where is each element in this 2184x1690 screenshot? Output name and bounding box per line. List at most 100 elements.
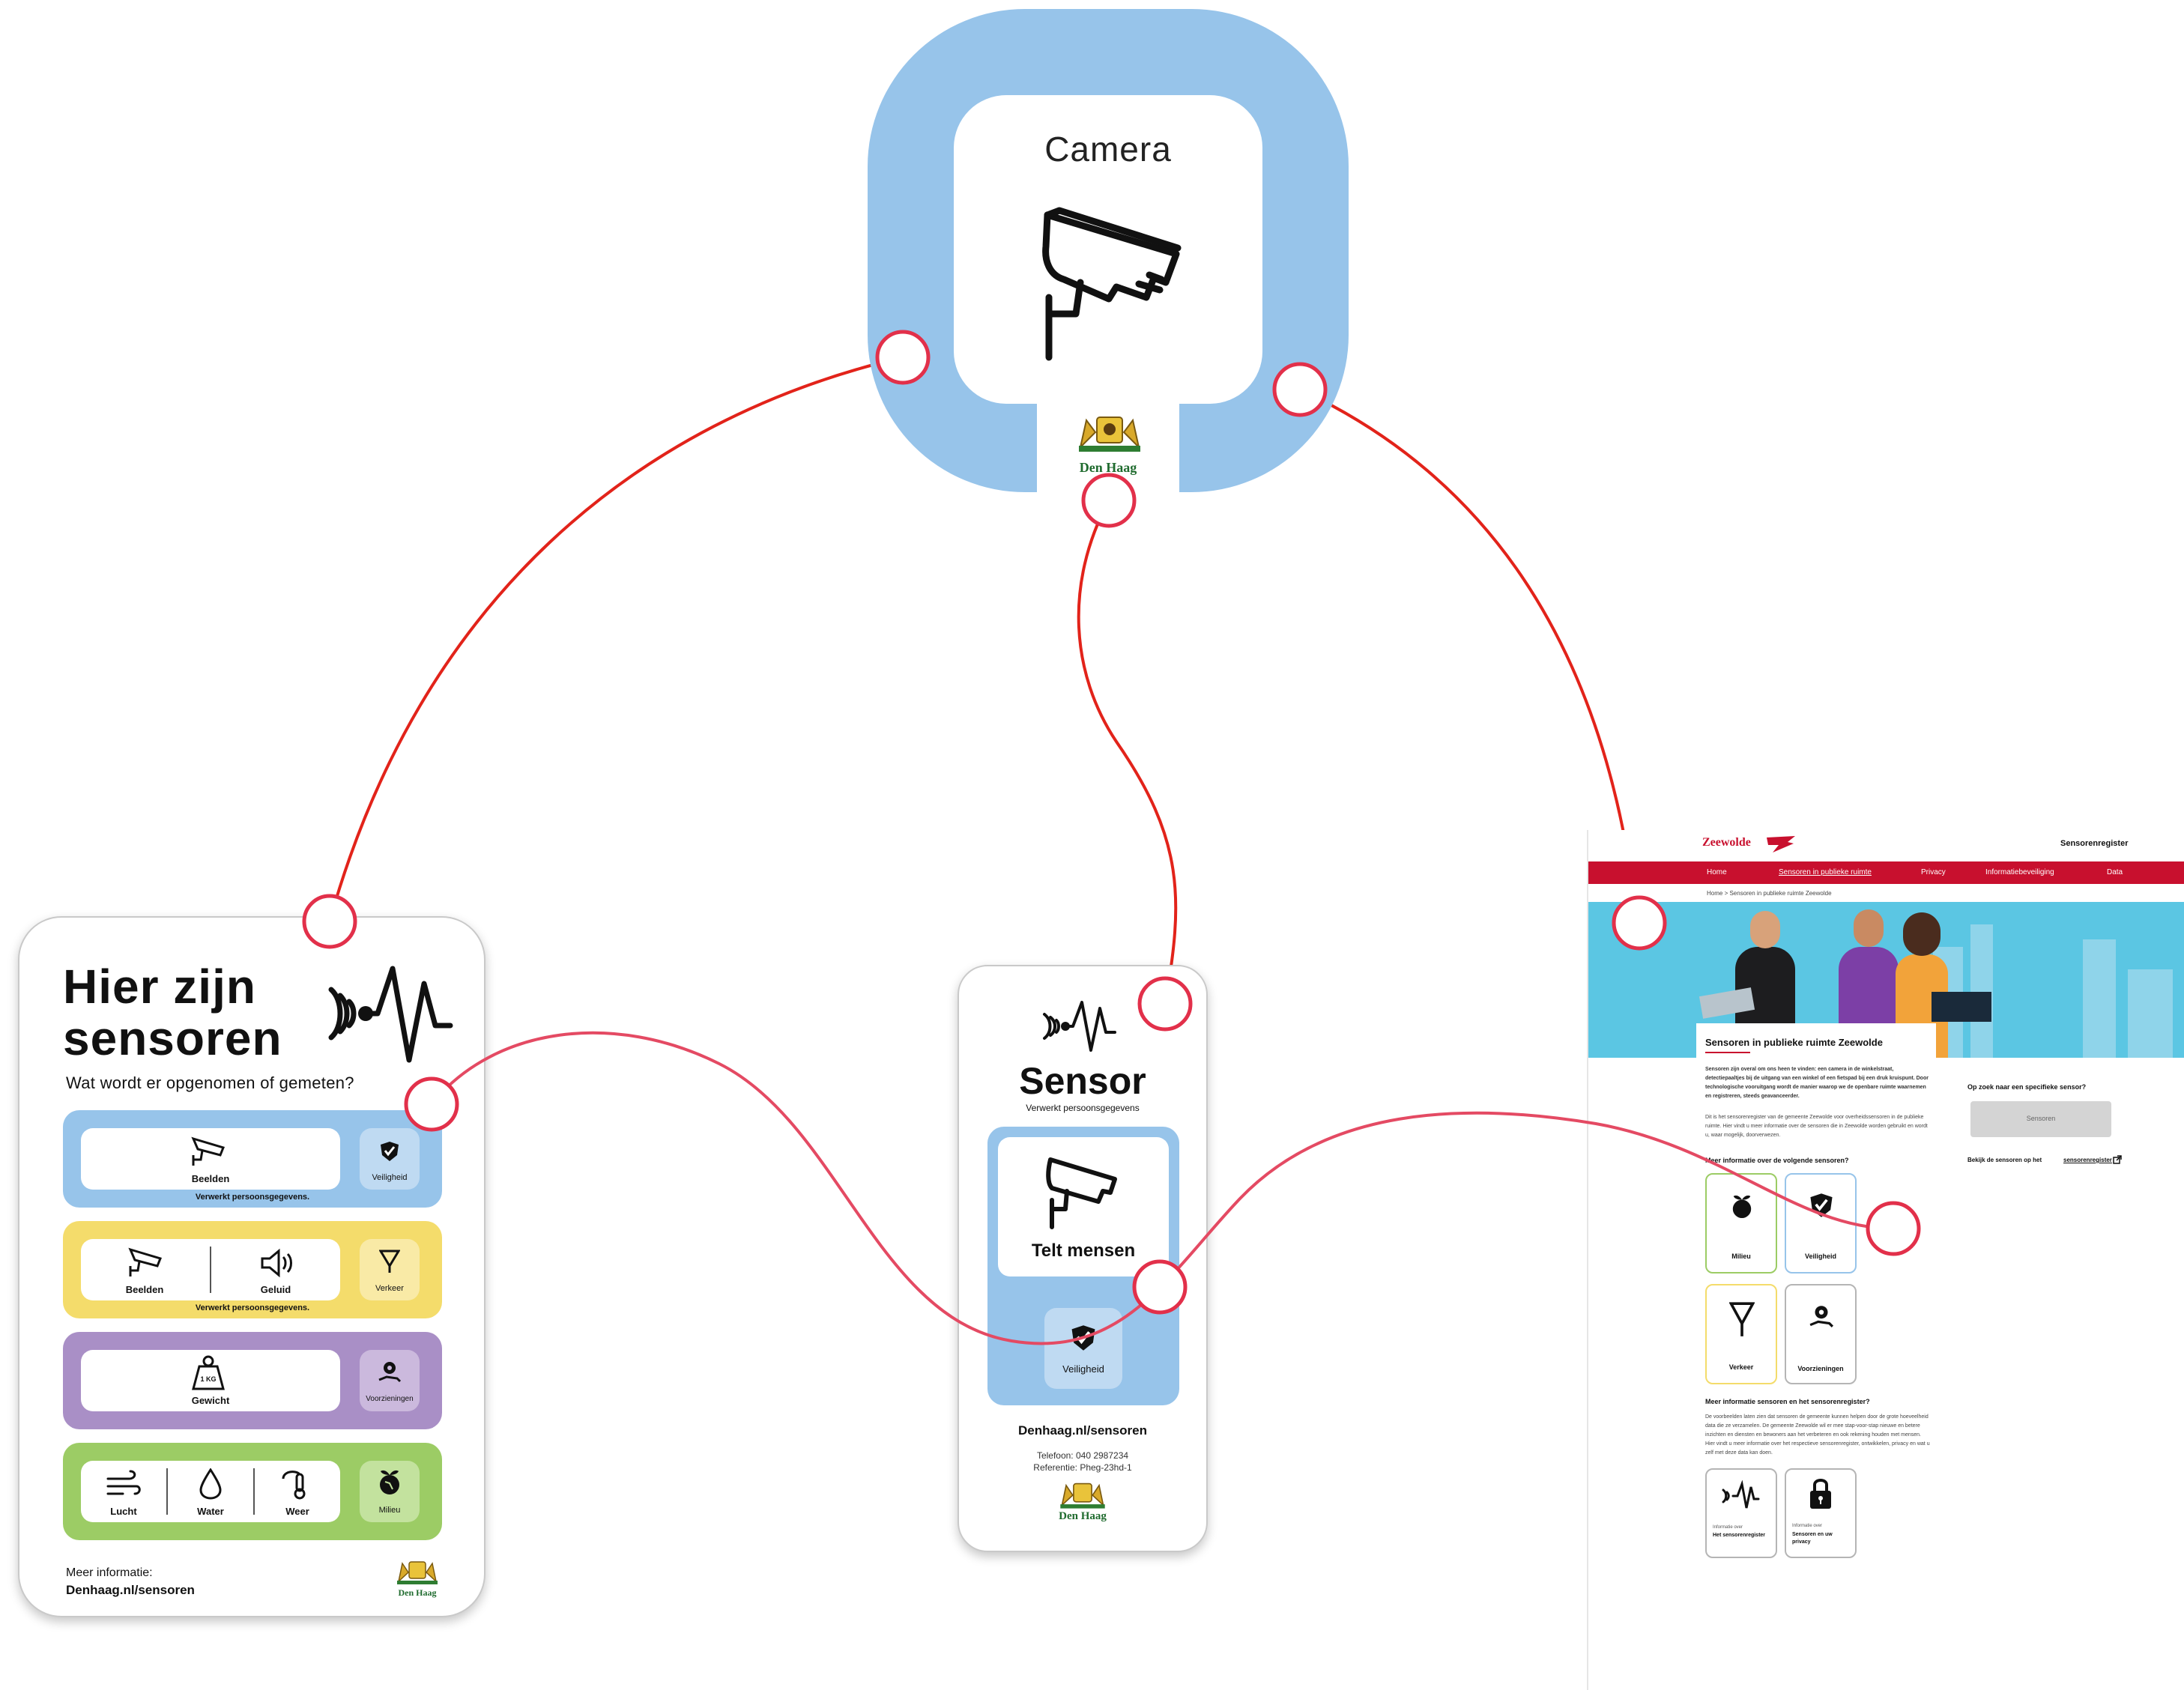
den-haag-crest-icon [1060,1482,1105,1509]
sidebar-link[interactable]: sensorenregister [2063,1157,2112,1163]
nav-informatiebeveiliging[interactable]: Informatiebeveiliging [1985,868,2054,876]
anchor-node [1132,1259,1188,1315]
camera-icon [191,1136,226,1166]
sticker-panel-box [998,1137,1169,1276]
sticker-title: Sensor [1019,1060,1146,1102]
divider [210,1247,211,1293]
poster-row-2-badge: Verkeer [375,1284,404,1293]
globe-plant-icon [1732,1195,1752,1218]
poster-row-2-item-2: Geluid [260,1284,291,1295]
sticker-link[interactable]: Denhaag.nl/sensoren [1018,1423,1147,1438]
poster-row-1-box [81,1128,340,1190]
sticker-subtitle: Verwerkt persoonsgegevens [1026,1103,1140,1113]
sticker-badge: Veiligheid [1062,1363,1104,1375]
sidebar-search-label: Sensoren [2026,1115,2056,1122]
thermometer-icon [282,1471,306,1500]
category-label: Verkeer [1728,1363,1754,1371]
sidebar-search-button[interactable]: Sensoren [1970,1101,2111,1137]
poster-row-2: Beelden Geluid Verkeer Verwerkt persoons… [63,1221,442,1318]
nav-sensoren[interactable]: Sensoren in publieke ruimte [1779,868,1872,876]
poster-row-3-item-1: Gewicht [191,1395,230,1406]
category-label: Voorzieningen [1797,1365,1844,1372]
nav-home[interactable]: Home [1707,868,1727,876]
nav-privacy[interactable]: Privacy [1921,868,1946,876]
external-link-icon [2113,1155,2122,1164]
website-breadcrumb[interactable]: Home > Sensoren in publieke ruimte Zeewo… [1707,890,1832,897]
sidebar-link-prefix: Bekijk de sensoren op het [1967,1157,2042,1163]
sensor-wave-icon [328,966,453,1063]
info-card-register[interactable]: Informatie over Het sensorenregister [1705,1468,1777,1558]
website-section1: Meer informatie over de volgende sensore… [1705,1157,1849,1164]
poster-row-4: Lucht Water Weer Milieu [63,1443,442,1540]
camera-hub-label: Camera [1044,130,1172,169]
wind-icon [106,1470,141,1495]
info-card-small: Informatie over [1713,1525,1743,1530]
anchor-node [1081,473,1137,528]
camera-hub-inner [954,95,1262,404]
poster-row-3: 1 KG Gewicht Voorzieningen [63,1332,442,1429]
connector-camera-poster [328,356,904,922]
website-header-right[interactable]: Sensorenregister [2060,839,2129,848]
gear-hand-icon [1809,1306,1834,1327]
anchor-node [302,894,357,949]
poster-footer-link[interactable]: Denhaag.nl/sensoren [66,1583,195,1597]
sticker-reference: Referentie: Pheg-23hd-1 [1033,1462,1132,1473]
sensor-wave-icon [1043,1001,1116,1052]
poster-brand: Den Haag [398,1587,437,1598]
poster-card: Hier zijn sensoren Wat wordt er opgenome… [18,916,485,1617]
poster-row-2-item-1: Beelden [125,1284,164,1295]
info-card-bold: Sensoren en uw privacy [1792,1532,1833,1545]
poster-row-1-item-1: Beelden [191,1173,230,1184]
weight-icon [192,1355,225,1390]
category-label: Veiligheid [1804,1253,1836,1260]
traffic-sign-icon [1729,1302,1755,1336]
info-card-bold: Het sensorenregister [1713,1533,1766,1538]
website-logo[interactable]: Zeewolde [1702,836,1751,849]
connector-camera-sticker [1077,500,1178,1005]
nav-data[interactable]: Data [2107,868,2123,876]
poster-row-3-box [81,1350,340,1411]
den-haag-crest-icon [397,1561,438,1584]
sensor-wave-icon [1722,1480,1760,1509]
category-voorzieningen[interactable]: Voorzieningen [1785,1284,1857,1384]
website-section2: Meer informatie sensoren en het sensoren… [1705,1398,1870,1405]
content-card: Sensoren in publieke ruimte Zeewolde Sen… [1696,1023,1936,1690]
camera-icon [1042,207,1182,361]
poster-row-4-badge: Milieu [378,1506,401,1515]
camera-hub-brand: Den Haag [1079,460,1137,475]
anchor-node [404,1076,459,1132]
info-card-privacy[interactable]: Informatie over Sensoren en uw privacy [1785,1468,1857,1558]
shield-icon [381,1142,399,1161]
poster-row-1: Beelden Veiligheid Verwerkt persoonsgege… [63,1110,442,1208]
camera-icon [128,1247,163,1276]
gear-hand-icon [378,1362,402,1383]
poster-row-4-item-1: Lucht [110,1506,137,1517]
anchor-node [1137,976,1193,1032]
poster-subtitle: Wat wordt er opgenomen of gemeten? [66,1073,354,1092]
website-intro: Sensoren zijn overal om ons heen te vind… [1705,1067,1929,1099]
poster-footer-label: Meer informatie: [66,1566,153,1579]
camera-hub: Camera Den Haag [868,9,1349,503]
website-screenshot: Zeewolde Sensorenregister Home Sensoren … [1587,830,2184,1690]
connector-camera-website [1299,388,1639,922]
sidebar-title: Op zoek naar een specifieke sensor? [1967,1083,2087,1091]
zeewolde-logo-icon [1767,836,1795,852]
poster-row-4-item-3: Weer [285,1506,309,1517]
anchor-node [875,330,931,385]
category-veiligheid[interactable]: Veiligheid [1785,1173,1857,1273]
poster-row-3-badge-box [360,1350,420,1411]
poster-title-line2: sensoren [63,1011,282,1065]
category-label: Milieu [1731,1253,1751,1260]
anchor-node [1272,362,1328,417]
poster-row-3-weight-label: 1 KG [200,1375,217,1383]
category-verkeer[interactable]: Verkeer [1705,1284,1777,1384]
website-section2-text: De voorbeelden laten zien dat sensoren d… [1705,1414,1930,1456]
poster-row-3-badge: Voorzieningen [366,1395,414,1403]
divider [166,1468,168,1515]
connector-sensor-thread [430,1031,1894,1345]
poster-title-line1: Hier zijn [63,960,256,1014]
speaker-icon [261,1248,292,1278]
camera-icon [1046,1157,1117,1229]
